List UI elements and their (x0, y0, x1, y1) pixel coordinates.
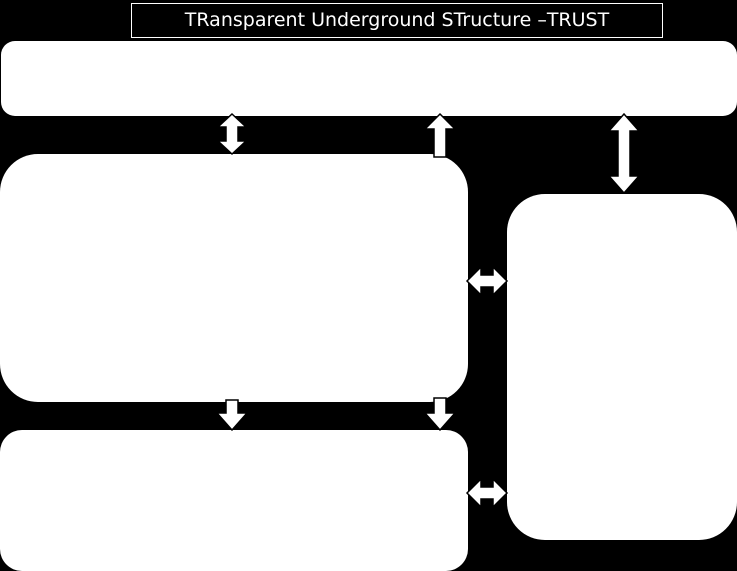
double-arrow-left-bottom-right-column (465, 477, 509, 509)
left-bottom-panel (0, 430, 468, 571)
diagram-title: TRansparent Underground STructure –TRUST (131, 3, 663, 38)
top-bar-panel (1, 41, 737, 116)
down-arrow-left-main-to-bottom-1 (215, 399, 249, 432)
double-arrow-top-right-column (607, 112, 641, 195)
double-arrow-top-left-main (216, 112, 248, 156)
up-arrow-left-main-to-top (423, 112, 457, 158)
down-arrow-left-main-to-bottom-2 (423, 397, 457, 432)
double-arrow-left-main-right-column (465, 265, 509, 297)
left-main-panel (0, 154, 468, 402)
right-column-panel (507, 194, 737, 540)
